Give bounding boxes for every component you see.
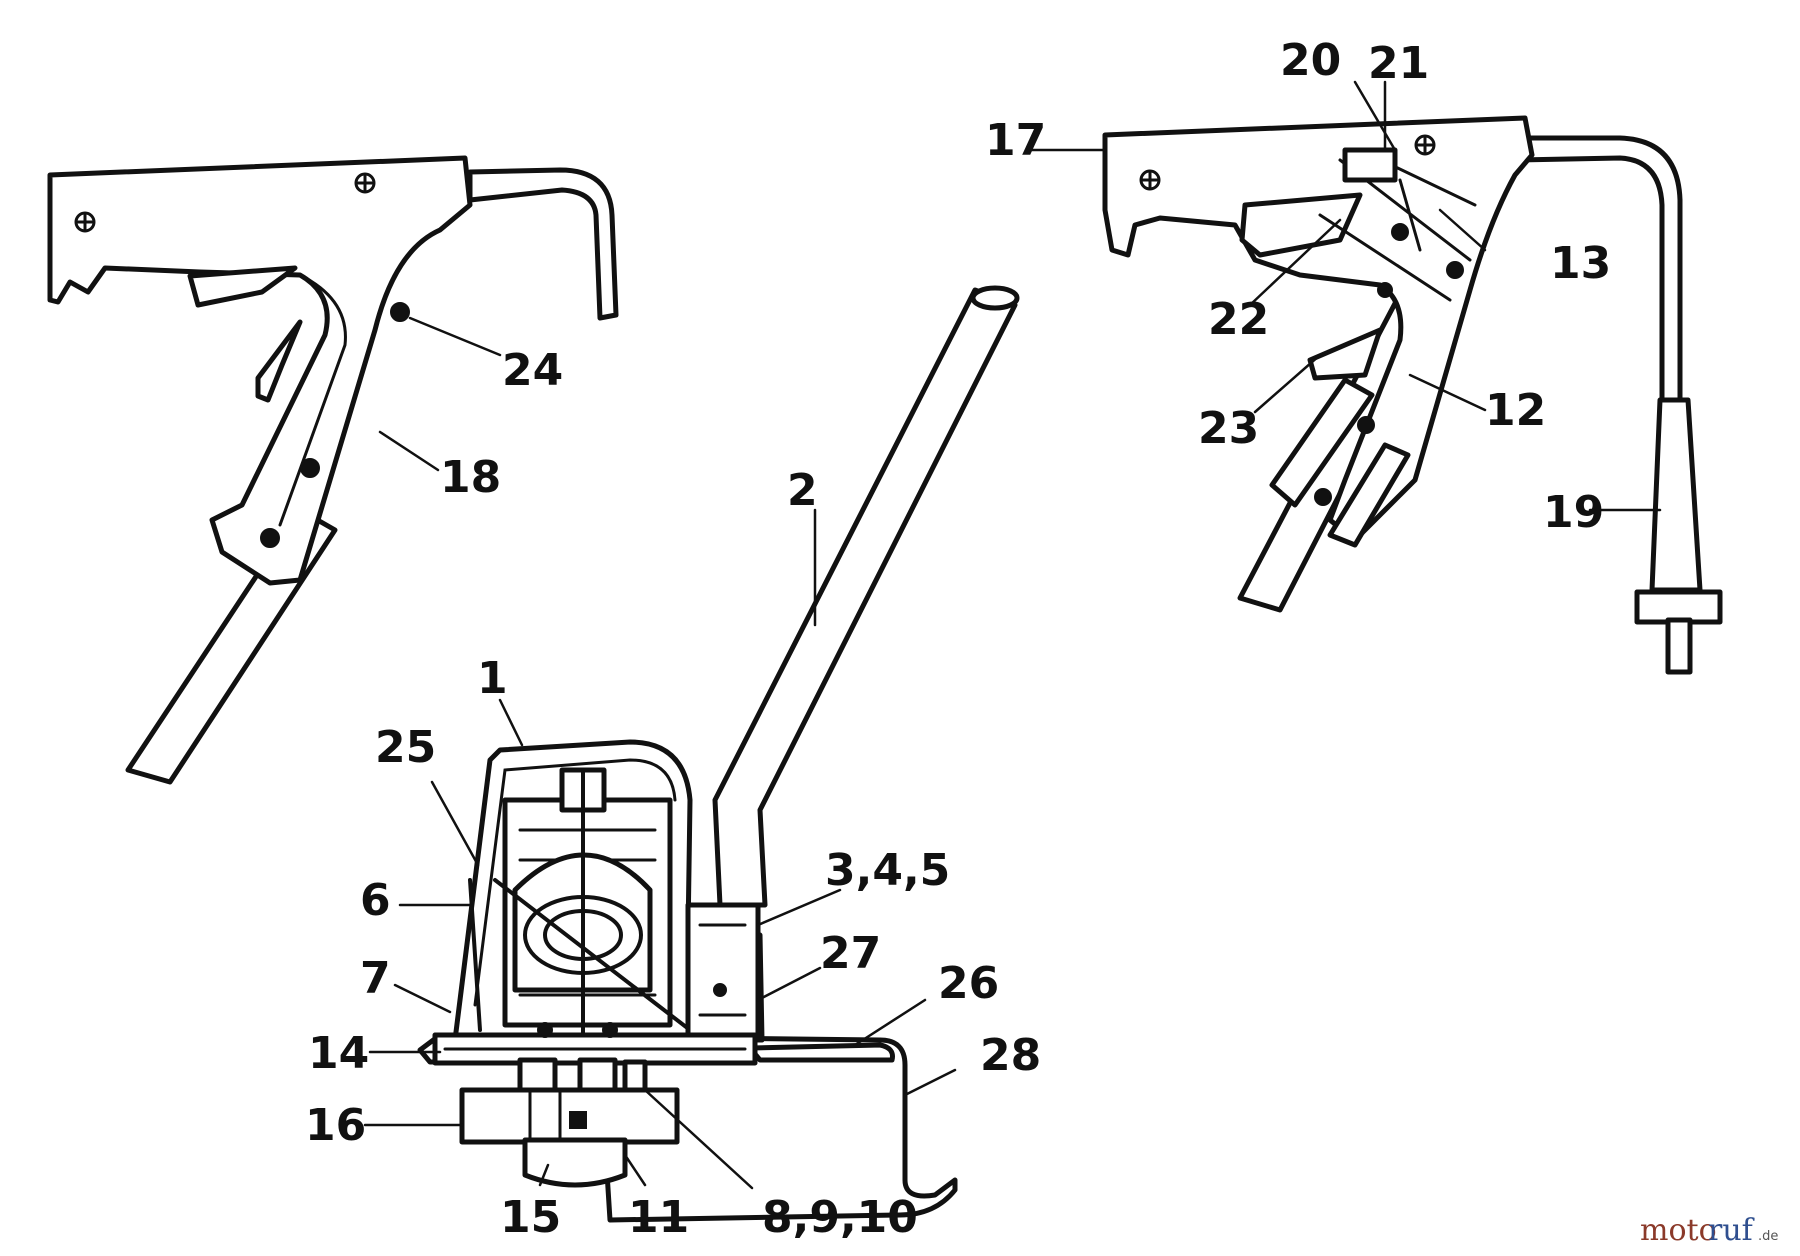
callout-2: 2 [787, 465, 818, 516]
callout-27: 27 [820, 928, 881, 979]
screw-icon [1391, 223, 1409, 241]
nut-left [517, 1057, 558, 1095]
switch-springs [1318, 148, 1477, 302]
callout-26: 26 [938, 958, 999, 1009]
right-handle-body [1102, 115, 1535, 543]
left-handle-body [47, 155, 473, 586]
shaft-clamp [685, 902, 761, 1043]
callout-13: 13 [1550, 238, 1611, 289]
switch-lever [1239, 192, 1363, 258]
callout-22: 22 [1208, 294, 1269, 345]
callout-7: 7 [360, 953, 391, 1004]
left-handle-trigger [187, 265, 298, 308]
callout-19: 19 [1543, 487, 1604, 538]
callout-3-4-5: 3,4,5 [825, 845, 950, 896]
callout-labels: 20 21 17 13 22 23 12 19 24 18 2 1 25 6 7… [305, 35, 1611, 1243]
spool-cap [522, 1137, 628, 1188]
guard-plate [747, 1042, 895, 1063]
screw-icon [390, 302, 410, 322]
left-handle-cable [467, 167, 619, 321]
callout-14: 14 [308, 1028, 369, 1079]
screw-icon [1139, 169, 1161, 191]
screw-icon [1414, 134, 1436, 156]
cable-plug-body [1634, 589, 1723, 625]
callout-23: 23 [1198, 403, 1259, 454]
callout-11: 11 [628, 1192, 689, 1243]
callout-21: 21 [1368, 38, 1429, 89]
screw-icon [74, 211, 96, 233]
screw-icon [354, 172, 376, 194]
callout-18: 18 [440, 452, 501, 503]
watermark-ruf: ruf [1708, 1213, 1755, 1248]
screw-icon [300, 458, 320, 478]
watermark-suffix: .de [1758, 1229, 1778, 1244]
nut-right [577, 1057, 618, 1095]
shaft-end [970, 285, 1020, 311]
watermark-moto: moto [1640, 1213, 1717, 1248]
screw-icon [260, 528, 280, 548]
cable-plug-pin [1665, 617, 1693, 675]
callout-17: 17 [985, 115, 1046, 166]
callout-6: 6 [360, 875, 391, 926]
housing-inner-line [473, 758, 677, 1007]
right-handle-assembly [1102, 115, 1723, 675]
callout-1: 1 [477, 653, 508, 704]
callout-24: 24 [502, 345, 563, 396]
callout-28: 28 [980, 1030, 1041, 1081]
callout-8-9-10: 8,9,10 [762, 1192, 918, 1243]
screw-icon [1357, 416, 1375, 434]
cable-strain-relief [1649, 397, 1703, 593]
safety-lever [1307, 327, 1383, 381]
spool-lock-icon [569, 1111, 587, 1129]
motor-unit-assembly [417, 285, 1020, 1223]
left-handle-lever [255, 319, 303, 403]
micro-switch [1342, 147, 1398, 183]
watermark-logo: moto ruf .de [1640, 1213, 1778, 1248]
left-handle-inner-line [278, 273, 347, 527]
leader-lines [363, 80, 1662, 1190]
callout-25: 25 [375, 722, 436, 773]
screw-icon [1314, 488, 1332, 506]
housing-diagonal [493, 878, 692, 1032]
lever-guide [1269, 377, 1375, 508]
callout-20: 20 [1280, 35, 1341, 86]
base-screw-icon [537, 1022, 553, 1038]
callout-12: 12 [1485, 385, 1546, 436]
nut-small [622, 1059, 648, 1093]
callout-16: 16 [305, 1100, 366, 1151]
lever-guide-2 [1327, 442, 1411, 548]
clamp-screw-icon [713, 983, 727, 997]
base-screw-icon [602, 1022, 618, 1038]
housing-side-strap [468, 878, 482, 1032]
screw-icon [1446, 261, 1464, 279]
callout-15: 15 [500, 1192, 561, 1243]
screw-icon [1377, 282, 1393, 298]
left-handle-assembly [47, 155, 619, 785]
shaft-tube [712, 287, 1018, 908]
